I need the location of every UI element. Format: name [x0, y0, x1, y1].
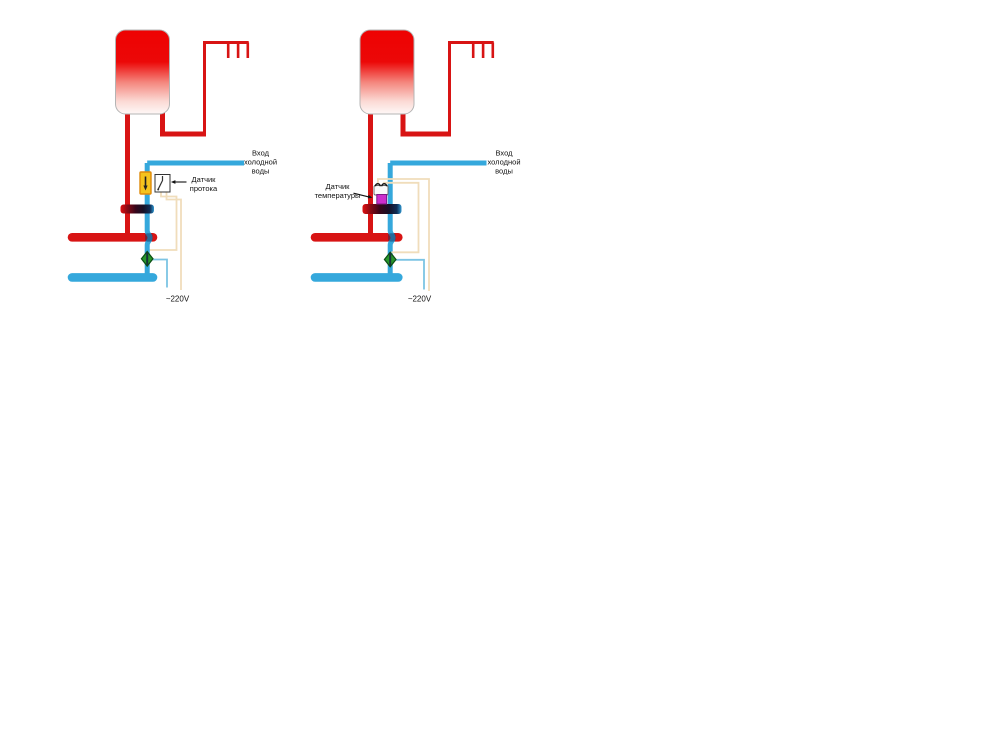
tap-manifold-icon: [471, 42, 495, 58]
power-voltage-label: ~220V: [166, 295, 190, 304]
cold-inlet-label-line2: холодной: [487, 158, 520, 167]
tap-manifold-icon: [226, 42, 250, 58]
switch-terminal-icon: [157, 188, 160, 191]
cold-inlet-label-line1: Вход: [252, 149, 270, 158]
temp-sensor-pointer-arrowhead-icon: [367, 194, 373, 199]
circulation-pump-unit: [120, 204, 154, 214]
power-wire-relay-to-mains: [165, 192, 182, 290]
flow-sensor-diagram: Датчик протока Вход холодной воды ~220V: [67, 29, 277, 304]
neutral-wire-pump-to-mains: [149, 258, 168, 288]
hot-water-riser-pipe: [448, 41, 494, 135]
cold-inlet-label-line2: холодной: [244, 158, 277, 167]
temperature-sensor: [376, 194, 388, 205]
flow-sensor-label-line2: протока: [190, 184, 218, 193]
temp-sensor-label-line2: температуры: [315, 191, 361, 200]
cold-inlet-label-line3: воды: [495, 167, 513, 176]
circulation-pump-unit: [362, 204, 402, 214]
flow-sensor-pointer-arrowhead-icon: [170, 180, 176, 184]
power-wire-sensor-to-mains: [377, 178, 430, 291]
power-wire-relay-to-pump: [148, 192, 178, 251]
tank-hot-outlet-pipe: [160, 112, 206, 137]
temp-sensor-pointer-line: [353, 192, 369, 198]
temperature-sensor-diagram: Датчик температуры Вход холодной воды ~2…: [310, 29, 521, 304]
flow-direction-arrowhead-icon: [143, 185, 148, 191]
temperature-sensor-head: [373, 185, 389, 196]
power-voltage-label: ~220V: [408, 295, 432, 304]
water-heater-tank: [359, 29, 415, 115]
pipe-crossing-shadow: [388, 233, 396, 242]
neutral-wire-pump-to-mains: [394, 258, 425, 290]
hot-water-riser-pipe: [203, 41, 249, 135]
cold-inlet-label-line3: воды: [252, 167, 270, 176]
cold-inlet-label-line1: Вход: [496, 149, 514, 158]
water-heater-tank: [115, 29, 170, 115]
tank-hot-outlet-pipe: [400, 112, 451, 137]
sensor-cable-clips-icon: [374, 183, 388, 187]
flow-sensor-label-line1: Датчик: [192, 175, 217, 184]
switch-contact-icon: [157, 176, 164, 190]
temp-sensor-label-line1: Датчик: [326, 182, 351, 191]
pipe-crossing-shadow: [145, 233, 153, 242]
